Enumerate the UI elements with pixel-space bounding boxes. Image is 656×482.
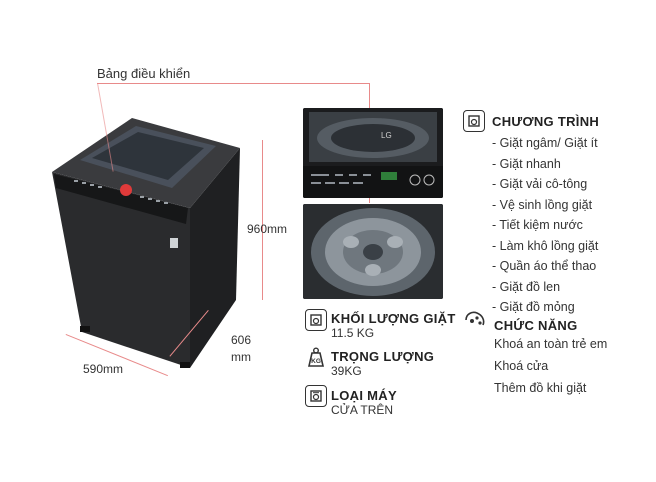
list-item: - Quần áo thể thao [492,259,597,273]
list-item: - Làm khô lồng giặt [492,238,599,253]
list-item: - Vệ sinh lồng giặt [492,197,593,212]
drum-photo [303,204,443,299]
list-item: Thêm đồ khi giặt [494,381,587,395]
features-icon [463,309,489,331]
list-item: - Tiết kiệm nước [492,218,583,232]
programs-list: - Giặt ngâm/ Giặt ít - Giặt nhanh - Giặt… [492,133,598,318]
washer-drawing [52,118,240,368]
program-icon [463,110,485,132]
width-dimension: 590mm [83,362,124,376]
list-item: - Giặt ngâm/ Giặt ít [492,136,598,150]
weight-icon-text: KG [311,358,321,365]
depth-dimension-value: 606 [231,333,252,347]
list-item: - Giặt đồ mỏng [492,300,575,314]
height-dimension: 960mm [247,222,288,236]
list-item: - Giặt đồ len [492,279,561,294]
height-dimension-line [262,140,263,300]
weight-value: 39KG [331,364,362,378]
drum-image [303,204,443,299]
weight-title: TRỌNG LƯỢNG [331,349,435,364]
capacity-title: KHỐI LƯỢNG GIẶT [331,311,456,326]
programs-title: CHƯƠNG TRÌNH [492,114,600,129]
machine-type-icon [305,385,327,407]
control-panel-photo: LG [303,108,443,198]
features-list: Khoá an toàn trẻ em Khoá cửa Thêm đồ khi… [494,333,607,399]
callout-line-horizontal [97,83,369,84]
list-item: - Giặt vải cô-tông [492,177,588,191]
washer-illustration [40,100,250,380]
weight-icon: KG [305,346,327,368]
type-value: CỬA TRÊN [331,403,394,417]
list-item: Khoá cửa [494,359,549,373]
control-panel-image: LG [303,108,443,198]
features-title: CHỨC NĂNG [494,318,578,333]
lg-logo-mark: LG [381,131,392,140]
type-title: LOẠI MÁY [331,388,397,403]
list-item: - Giặt nhanh [492,156,561,171]
control-panel-callout: Bảng điều khiển [97,66,191,81]
list-item: Khoá an toàn trẻ em [494,337,608,351]
capacity-value: 11.5 KG [331,326,375,340]
depth-dimension-unit: mm [231,350,251,364]
washing-capacity-icon [305,309,327,331]
